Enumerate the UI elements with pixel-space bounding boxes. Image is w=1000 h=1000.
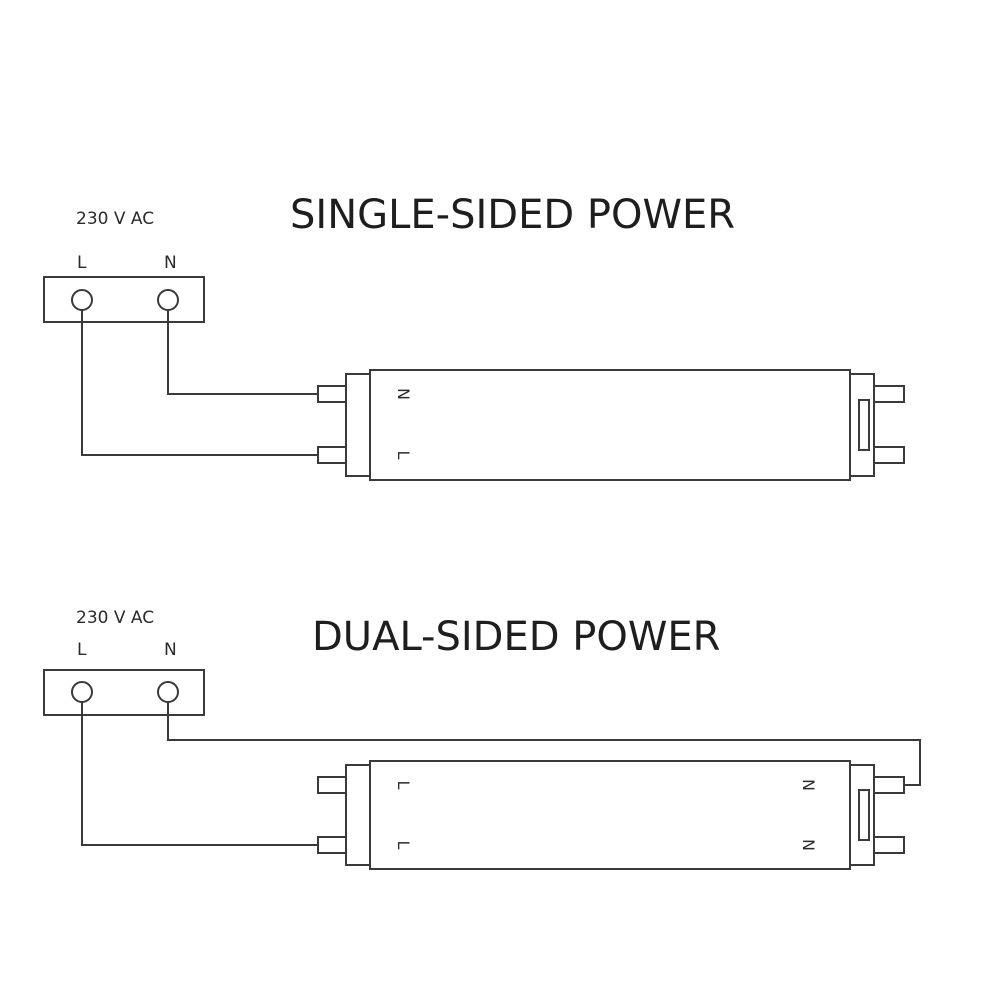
dual-tube-body xyxy=(369,760,851,870)
single-left-endcap xyxy=(345,373,371,477)
dual-tube-right-pin-label-top: N xyxy=(799,779,818,791)
dual-terminal-block xyxy=(43,669,205,716)
single-neutral-wire xyxy=(167,310,318,395)
dual-left-pin-bottom xyxy=(317,836,347,854)
dual-left-endcap xyxy=(345,764,371,866)
single-supply-l-label: L xyxy=(77,253,87,273)
single-supply-n-label: N xyxy=(164,253,177,273)
dual-supply-n-label: N xyxy=(164,640,177,660)
dual-tube-left-pin-label-top: L xyxy=(394,781,413,790)
single-tube-pin-label-top: N xyxy=(394,388,413,400)
dual-terminal-n-screw xyxy=(157,681,179,703)
single-sided-diagram: SINGLE-SIDED POWER 230 V AC L N N L xyxy=(43,192,905,481)
single-tube-pin-label-bottom: L xyxy=(394,451,413,460)
dual-supply-l-label: L xyxy=(77,640,87,660)
single-tube-body xyxy=(369,369,851,481)
dual-shunt-bridge xyxy=(858,789,870,841)
dual-tube-right-pin-label-bottom: N xyxy=(799,839,818,851)
dual-live-wire xyxy=(81,702,318,846)
dual-neutral-wire xyxy=(167,702,921,786)
dual-terminal-l-screw xyxy=(71,681,93,703)
single-right-endcap xyxy=(849,373,875,477)
dual-right-pin-top xyxy=(873,776,905,794)
single-shunt-bridge xyxy=(858,399,870,451)
single-sided-title: SINGLE-SIDED POWER xyxy=(290,192,735,238)
single-right-pin-bottom xyxy=(873,446,905,464)
dual-tube-left-pin-label-bottom: L xyxy=(394,841,413,850)
dual-supply-voltage-label: 230 V AC xyxy=(76,608,154,628)
single-left-pin-bottom xyxy=(317,446,347,464)
single-left-pin-top xyxy=(317,385,347,403)
single-terminal-l-screw xyxy=(71,289,93,311)
single-terminal-block xyxy=(43,276,205,323)
dual-sided-title: DUAL-SIDED POWER xyxy=(312,614,720,660)
dual-sided-diagram: DUAL-SIDED POWER 230 V AC L N L L N N xyxy=(43,608,921,870)
dual-left-pin-top xyxy=(317,776,347,794)
single-terminal-n-screw xyxy=(157,289,179,311)
single-live-wire xyxy=(81,310,318,456)
dual-right-pin-bottom xyxy=(873,836,905,854)
single-supply-voltage-label: 230 V AC xyxy=(76,209,154,229)
dual-right-endcap xyxy=(849,764,875,866)
single-right-pin-top xyxy=(873,385,905,403)
